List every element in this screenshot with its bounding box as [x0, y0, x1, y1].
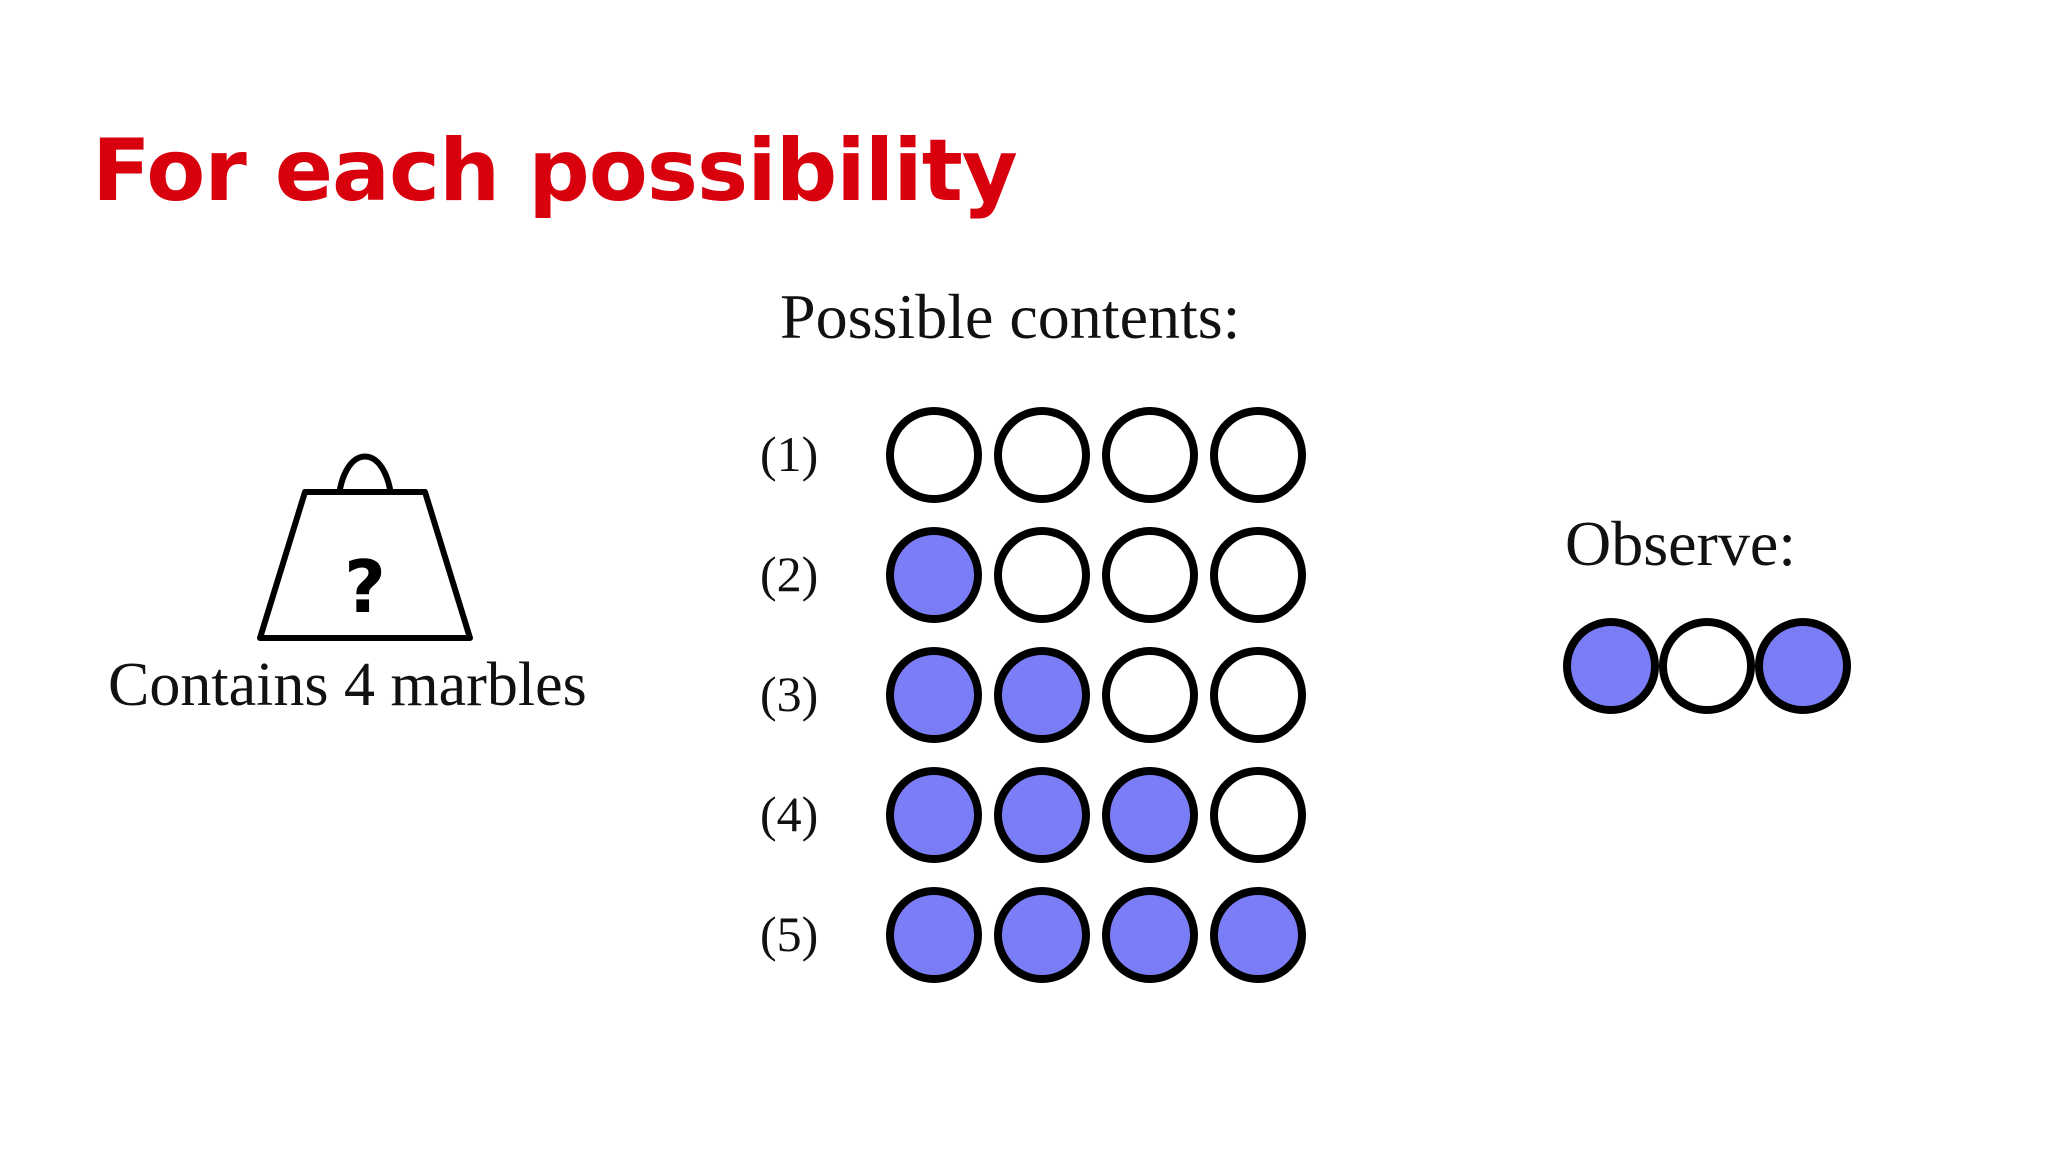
- marble-white: [1102, 647, 1198, 743]
- row-label: (4): [760, 786, 819, 842]
- marble-blue: [994, 887, 1090, 983]
- marble-white: [994, 407, 1090, 503]
- marble-white: [1210, 407, 1306, 503]
- observe-heading: Observe:: [1565, 508, 1797, 579]
- marble-white: [1210, 647, 1306, 743]
- bag-body: [257, 489, 473, 641]
- marble-blue: [886, 527, 982, 623]
- bag-handle: [335, 453, 395, 515]
- slide-title: For each possibility: [92, 121, 1018, 221]
- bag-question-mark: ?: [344, 545, 386, 629]
- marble-blue: [886, 767, 982, 863]
- marble-blue: [1102, 767, 1198, 863]
- marble-white: [1210, 527, 1306, 623]
- marble-white: [886, 407, 982, 503]
- row-label: (2): [760, 546, 819, 602]
- marble-blue: [1102, 887, 1198, 983]
- marble-blue: [886, 887, 982, 983]
- row-label: (5): [760, 906, 819, 962]
- observed-marble-blue: [1755, 618, 1851, 714]
- marble-blue: [1210, 887, 1306, 983]
- observed-marble-blue: [1563, 618, 1659, 714]
- bag-caption: Contains 4 marbles: [108, 651, 587, 719]
- marble-blue: [994, 767, 1090, 863]
- marble-blue: [994, 647, 1090, 743]
- marble-white: [1102, 407, 1198, 503]
- marble-white: [994, 527, 1090, 623]
- shopping-bag-question-icon: ?: [257, 453, 473, 641]
- row-label: (1): [760, 426, 819, 482]
- observed-marble-white: [1659, 618, 1755, 714]
- marble-white: [1102, 527, 1198, 623]
- marble-white: [1210, 767, 1306, 863]
- row-label: (3): [760, 666, 819, 722]
- possible-contents-heading: Possible contents:: [780, 281, 1241, 352]
- marble-blue: [886, 647, 982, 743]
